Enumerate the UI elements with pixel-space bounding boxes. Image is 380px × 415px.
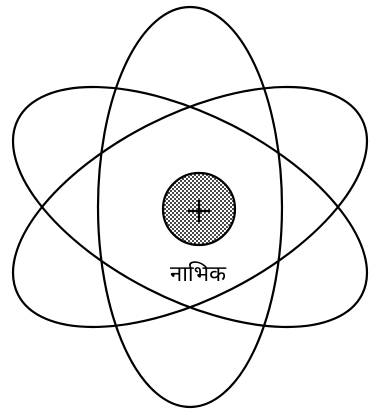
nucleus: [163, 173, 235, 245]
nucleus-label: नाभिक: [170, 261, 227, 287]
